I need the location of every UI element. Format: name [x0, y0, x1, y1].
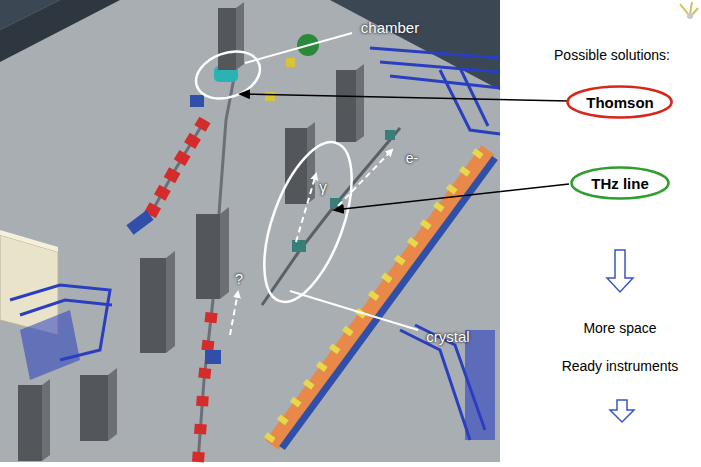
logo — [687, 13, 693, 19]
leader-line — [245, 33, 352, 63]
leader-line — [290, 291, 418, 330]
pillars — [18, 2, 364, 461]
magnets — [198, 300, 213, 462]
solution-ellipse: THz line — [570, 166, 670, 200]
magnets — [150, 120, 205, 215]
magnet — [190, 95, 204, 107]
hall-background — [0, 0, 500, 462]
beam-symbol: γ — [319, 178, 327, 195]
photon-beam-arrow — [296, 174, 316, 242]
device — [385, 130, 395, 140]
solution-ellipse: Thomson — [566, 85, 673, 119]
magnet — [286, 58, 295, 67]
stairs-block — [20, 310, 80, 380]
benefit-note: Ready instruments — [562, 358, 679, 374]
stairs-block — [465, 330, 495, 440]
pointer-arrow — [334, 184, 569, 210]
part-label: crystal — [426, 328, 469, 345]
logo — [680, 2, 698, 15]
unknown-mark: ? — [235, 270, 243, 287]
down-arrow — [610, 400, 634, 422]
ellipse-shape — [572, 168, 669, 199]
magnet — [265, 92, 275, 101]
unknown-beam-arrow — [230, 292, 238, 335]
benefit-note: More space — [583, 320, 656, 336]
part-label: chamber — [361, 19, 419, 36]
hall-wall — [0, 0, 120, 62]
pointer-arrow — [240, 94, 569, 101]
beamline — [262, 128, 400, 305]
crystal-device — [292, 240, 306, 252]
crystal-highlight — [246, 131, 369, 313]
chamber-highlight — [189, 43, 266, 107]
down-arrow — [607, 250, 633, 292]
solution-name: THz line — [591, 175, 649, 192]
solution-name: Thomson — [586, 94, 654, 111]
magnet — [130, 215, 150, 230]
magnet — [205, 350, 221, 364]
beam-symbol: e- — [406, 150, 418, 166]
electron-beam-arrow — [338, 150, 392, 206]
heading-note: Possible solutions: — [554, 47, 670, 63]
beamline — [150, 120, 205, 215]
hall-floor — [0, 0, 500, 462]
linac-section — [282, 158, 495, 448]
equipment-block-top — [0, 230, 58, 252]
ellipse-shape — [568, 87, 672, 118]
